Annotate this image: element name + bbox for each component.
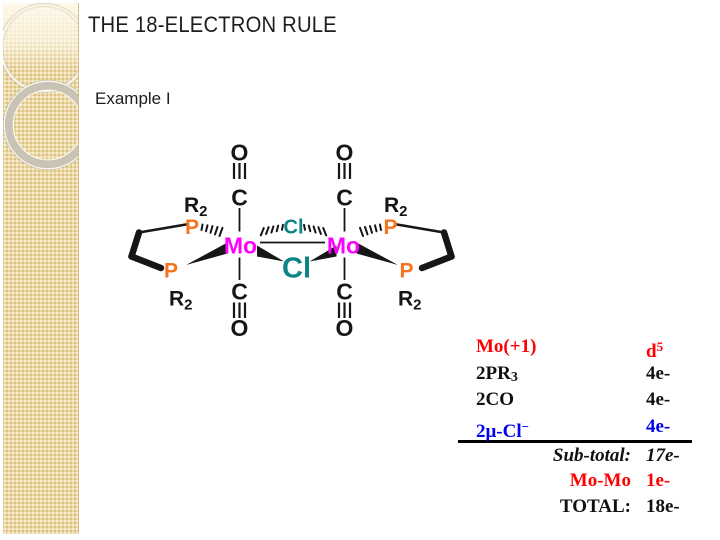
r2-top-left-label: R2 [184,194,208,220]
table-row-mo-mo-bond: Mo-Mo 1e- [458,468,694,493]
o-bottom-right-label: O [336,315,354,341]
row-value: d5 [646,339,664,362]
row-value: 18e- [646,495,680,517]
decorative-rings [3,3,78,171]
row-label: Mo(+1) [476,336,537,357]
table-row-chlorides: 2μ-Cl− 4e- [458,414,694,442]
row-value: 4e- [646,389,671,410]
table-row-subtotal: Sub-total: 17e- [458,443,694,468]
table-row-carbonyls: 2CO 4e- [458,387,694,414]
row-label: 2PR3 [476,362,518,385]
o-top-right-label: O [336,140,354,166]
triple-bonds [232,163,352,318]
p-bottom-right-label: P [399,260,413,283]
r-group-labels: R2 R2 R2 R2 [169,194,422,314]
o-top-left-label: O [231,140,249,166]
row-value: 4e- [646,362,671,384]
c-bottom-right-label: C [336,279,353,305]
mo-left-label: Mo [224,233,257,259]
chelate-backbones [128,223,455,272]
row-label: 2μ-Cl− [476,418,530,442]
page-title: THE 18-ELECTRON RULE [88,12,337,37]
metal-labels: Mo Mo [224,233,360,259]
row-label: 2CO [476,389,514,410]
p-top-right-label: P [383,216,397,239]
row-value: 17e- [646,445,680,466]
decorative-ring-small [3,3,78,94]
r2-bottom-left-label: R2 [169,288,193,314]
c-bottom-left-label: C [231,279,248,305]
cl-bridge-bottom-label: Cl [282,253,311,285]
row-label: TOTAL: [559,495,631,517]
molecule-diagram: O C O C C O C O Mo Mo Cl Cl P P P P R2 R… [128,140,455,342]
row-label: Mo-Mo [569,470,631,492]
wedge-bonds [186,242,398,265]
chloride-labels: Cl Cl [282,217,311,285]
mo-right-label: Mo [327,233,360,259]
single-bonds [238,208,346,280]
row-value: 4e- [646,415,671,437]
carbonyl-labels: O C O C C O C O [231,140,354,342]
hashed-bonds [200,223,382,237]
o-bottom-left-label: O [231,315,249,341]
c-top-left-label: C [231,185,248,211]
p-top-left-label: P [185,216,199,239]
c-top-right-label: C [336,185,353,211]
sidebar-decoration [3,3,79,534]
table-row-phosphines: 2PR3 4e- [458,361,694,388]
row-value: 1e- [646,470,671,492]
p-bottom-left-label: P [164,260,178,283]
phosphorus-labels: P P P P [164,216,414,283]
table-row-total: TOTAL: 18e- [458,494,694,519]
electron-count-table: Mo(+1) d5 2PR3 4e- 2CO 4e- 2μ-Cl− 4e- Su… [458,334,694,519]
row-label: Sub-total: [552,445,631,466]
r2-top-right-label: R2 [384,194,408,220]
r2-bottom-right-label: R2 [398,288,422,314]
decorative-ring-large [3,79,78,171]
cl-bridge-top-label: Cl [284,217,304,239]
table-divider [458,440,692,443]
sidebar-highlight [3,3,78,69]
table-row-mo-oxidation: Mo(+1) d5 [458,334,694,362]
example-label: Example I [95,89,171,108]
